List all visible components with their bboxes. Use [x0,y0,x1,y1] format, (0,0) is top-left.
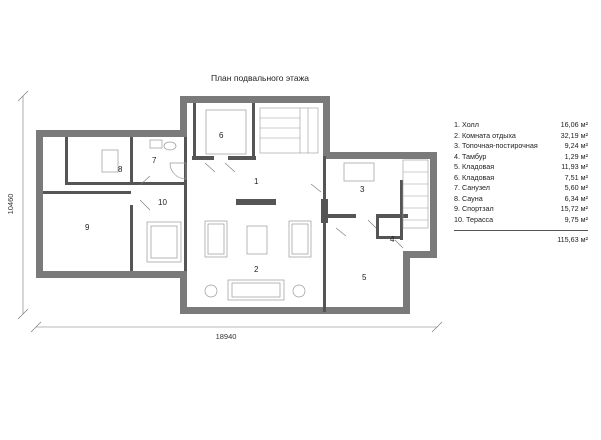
legend-area: 9,24 м² [564,141,588,150]
legend-row: 5. Кладовая 11,93 м² [454,162,588,173]
room-number-9: 9 [85,223,90,232]
legend-area: 5,60 м² [564,183,588,192]
room-number-6: 6 [219,131,224,140]
legend-row: 9. Спортзал 15,72 м² [454,204,588,215]
room-number-5: 5 [362,273,367,282]
room-number-3: 3 [360,185,365,194]
doors [139,162,404,249]
room-legend: 1. Холл 16,06 м² 2. Комната отдыха 32,19 м… [454,120,588,246]
legend-area: 7,51 м² [564,172,588,182]
legend-row: 1. Холл 16,06 м² [454,120,588,131]
legend-label: 10. Терасса [454,214,494,224]
legend-label: 4. Тамбур [454,151,487,161]
plan-title: План подвального этажа [210,73,309,83]
room-number-7: 7 [152,156,157,165]
legend-label: 8. Сауна [454,193,483,203]
legend-row: 3. Топочная-постирочная 9,24 м² [454,141,588,152]
legend-area: 32,19 м² [560,130,588,140]
legend-row: 7. Санузел 5,60 м² [454,183,588,194]
room-number-2: 2 [254,265,259,274]
legend-label: 6. Кладовая [454,172,495,182]
legend-label: 7. Санузел [454,183,490,192]
legend-area: 11,93 м² [561,162,588,171]
legend-label: 3. Топочная-постирочная [454,141,538,150]
inner-walls [43,103,408,312]
total-area: 115,63 м² [454,230,588,246]
legend-row: 2. Комната отдыха 32,19 м² [454,131,588,142]
room-number-1: 1 [254,177,259,186]
height-dimension: 10460 [6,194,15,215]
legend-row: 4. Тамбур 1,29 м² [454,152,588,163]
legend-area: 1,29 м² [564,151,588,161]
room-number-8: 8 [118,165,123,174]
legend-area: 9,75 м² [564,214,588,224]
legend-row: 10. Терасса 9,75 м² [454,215,588,226]
legend-area: 6,34 м² [564,193,588,203]
legend-label: 9. Спортзал [454,204,494,213]
legend-row: 8. Сауна 6,34 м² [454,194,588,205]
legend-area: 15,72 м² [560,204,588,213]
dimension-lines [17,90,443,333]
room-number-10: 10 [158,198,167,207]
room-number-4: 4 [390,235,395,244]
legend-label: 5. Кладовая [454,162,495,171]
room-numbers: 1 2 3 4 5 6 7 8 9 10 [85,131,395,282]
outer-walls [36,96,437,314]
legend-area: 16,06 м² [560,120,588,129]
furniture [101,109,375,301]
legend-label: 2. Комната отдыха [454,130,516,140]
legend-label: 1. Холл [454,120,479,129]
stairs [259,107,429,229]
width-dimension: 18940 [216,332,237,341]
legend-row: 6. Кладовая 7,51 м² [454,173,588,184]
